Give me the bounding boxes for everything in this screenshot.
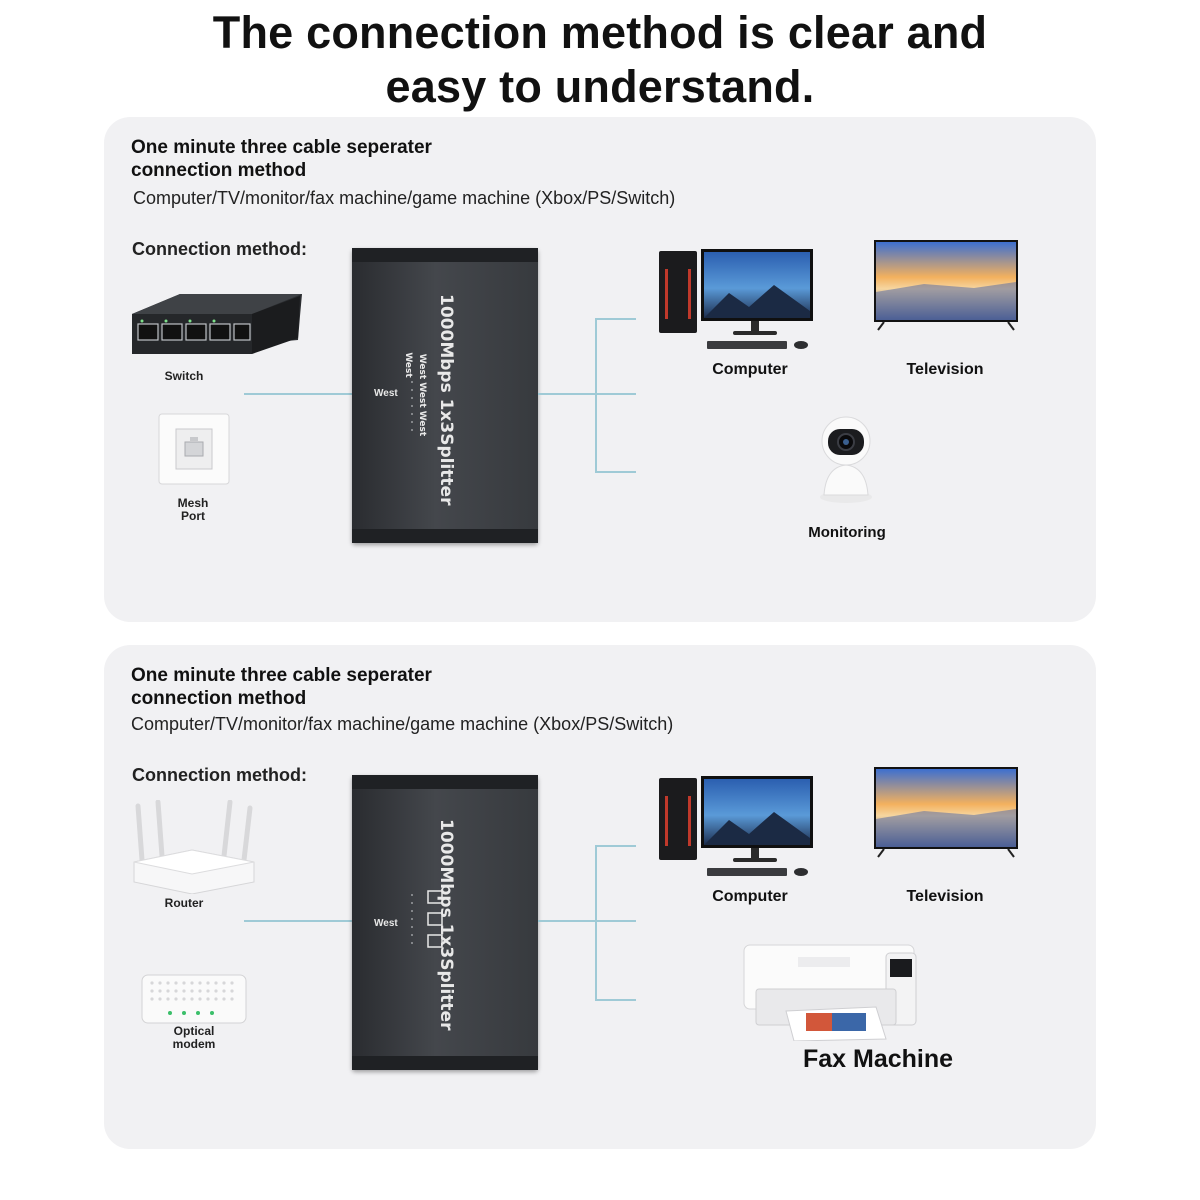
splitter-port-icons [411, 890, 443, 948]
headline-line-1: The connection method is clear and [212, 7, 988, 58]
connection-panel-1: One minute three cable seperater connect… [104, 117, 1096, 622]
input-cable [244, 920, 352, 922]
panel-title: One minute three cable seperater connect… [131, 137, 432, 181]
page-headline: The connection method is clear and easy … [0, 6, 1200, 114]
output-label-fax-machine: Fax Machine [803, 1045, 954, 1073]
output-cable-main [538, 393, 636, 395]
splitter-input-label: West [374, 388, 398, 399]
television-icon [874, 767, 1018, 858]
panel-title: One minute three cable seperater connect… [131, 665, 432, 709]
splitter-model-label: 1000Mbps 1x3Splitter [436, 294, 456, 506]
network-switch-icon [132, 294, 302, 354]
input-label-switch: Switch [164, 369, 204, 383]
output-cable-1 [595, 318, 636, 320]
gigabit-splitter-device: 1000Mbps 1x3Splitter West [352, 775, 538, 1070]
printer-icon [743, 944, 917, 1041]
input-label-optical-modem: Optical modem [172, 1024, 216, 1051]
splitter-input-label: West [374, 918, 398, 929]
connection-method-label: Connection method: [132, 239, 307, 259]
input-label-router: Router [164, 896, 204, 910]
panel-subtitle: Computer/TV/monitor/fax machine/game mac… [133, 188, 676, 208]
splitter-led-dots [411, 381, 413, 431]
output-cable-main [538, 920, 636, 922]
output-cable-3 [595, 999, 636, 1001]
output-label-television: Television [906, 888, 984, 905]
security-camera-icon [820, 416, 872, 503]
output-cable-bus [595, 845, 597, 1001]
connection-method-label: Connection method: [132, 765, 307, 785]
output-label-television: Television [906, 361, 984, 378]
input-cable [244, 393, 352, 395]
gigabit-splitter-device: 1000Mbps 1x3Splitter West West West West… [352, 248, 538, 543]
router-icon [133, 800, 255, 894]
output-label-computer: Computer [712, 888, 788, 905]
optical-modem-icon [141, 974, 247, 1024]
headline-line-2: easy to understand. [385, 61, 815, 112]
output-cable-1 [595, 845, 636, 847]
panel-subtitle: Computer/TV/monitor/fax machine/game mac… [131, 714, 674, 734]
output-cable-bus [595, 318, 597, 473]
wall-port-icon [158, 413, 230, 485]
output-cable-3 [595, 471, 636, 473]
connection-panel-2: One minute three cable seperater connect… [104, 645, 1096, 1149]
input-label-mesh-port: Mesh Port [177, 496, 209, 523]
computer-icon [659, 776, 813, 876]
output-label-computer: Computer [712, 361, 788, 378]
television-icon [874, 240, 1018, 331]
output-label-monitoring: Monitoring [808, 524, 886, 541]
computer-icon [659, 249, 813, 349]
